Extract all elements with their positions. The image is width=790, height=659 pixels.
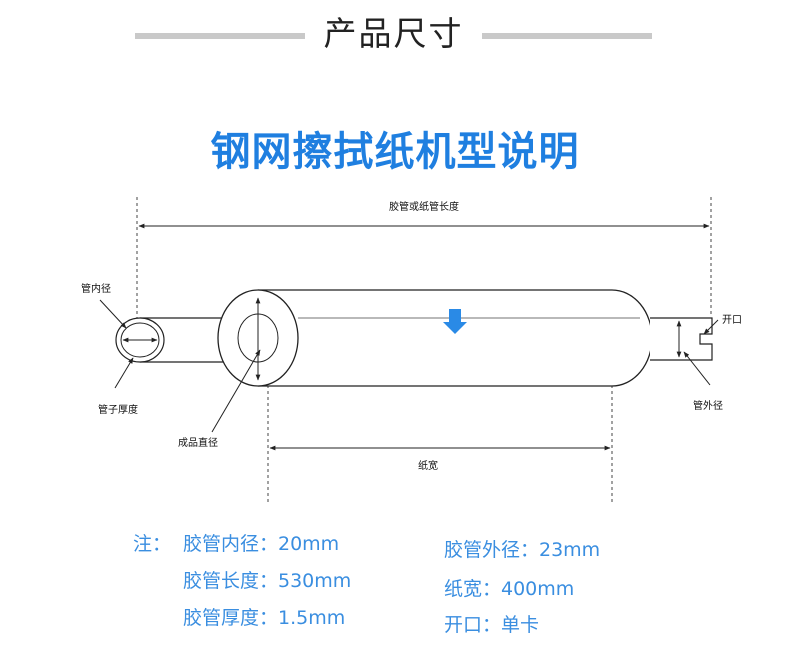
spec-note-prefix: 注： — [133, 533, 172, 555]
spec-paper-width: 纸宽：400mm — [444, 578, 575, 600]
leader-thickness — [114, 357, 134, 389]
leader-inner-diameter — [99, 299, 127, 329]
label-opening: 开口 — [722, 315, 742, 326]
leader-finished-diameter — [211, 349, 261, 433]
spec-inner-diameter: 胶管内径：20mm — [183, 533, 340, 555]
spec-opening: 开口：单卡 — [444, 614, 540, 636]
diagram-title: 钢网擦拭纸机型说明 — [210, 129, 580, 175]
tube-right-section — [650, 317, 713, 361]
header-divider-right — [482, 33, 652, 39]
spec-thickness: 胶管厚度：1.5mm — [183, 607, 346, 629]
label-overall-length: 胶管或纸管长度 — [389, 200, 459, 213]
label-tube-thickness: 管子厚度 — [98, 403, 138, 416]
label-paper-width: 纸宽 — [418, 459, 438, 472]
direction-arrow-icon — [443, 309, 467, 334]
leader-outer-diameter — [683, 351, 711, 386]
spec-length: 胶管长度：530mm — [183, 570, 352, 592]
paper-roll — [217, 289, 653, 387]
label-finished-diameter: 成品直径 — [178, 436, 218, 449]
header-divider-left — [135, 33, 305, 39]
section-title: 产品尺寸 — [323, 14, 464, 53]
spec-outer-diameter: 胶管外径：23mm — [444, 539, 601, 561]
leader-opening — [703, 319, 719, 335]
label-inner-diameter: 管内径 — [81, 282, 111, 295]
label-outer-diameter: 管外径 — [693, 399, 723, 412]
tube-left-section — [115, 317, 262, 363]
extension-lines — [136, 197, 712, 505]
